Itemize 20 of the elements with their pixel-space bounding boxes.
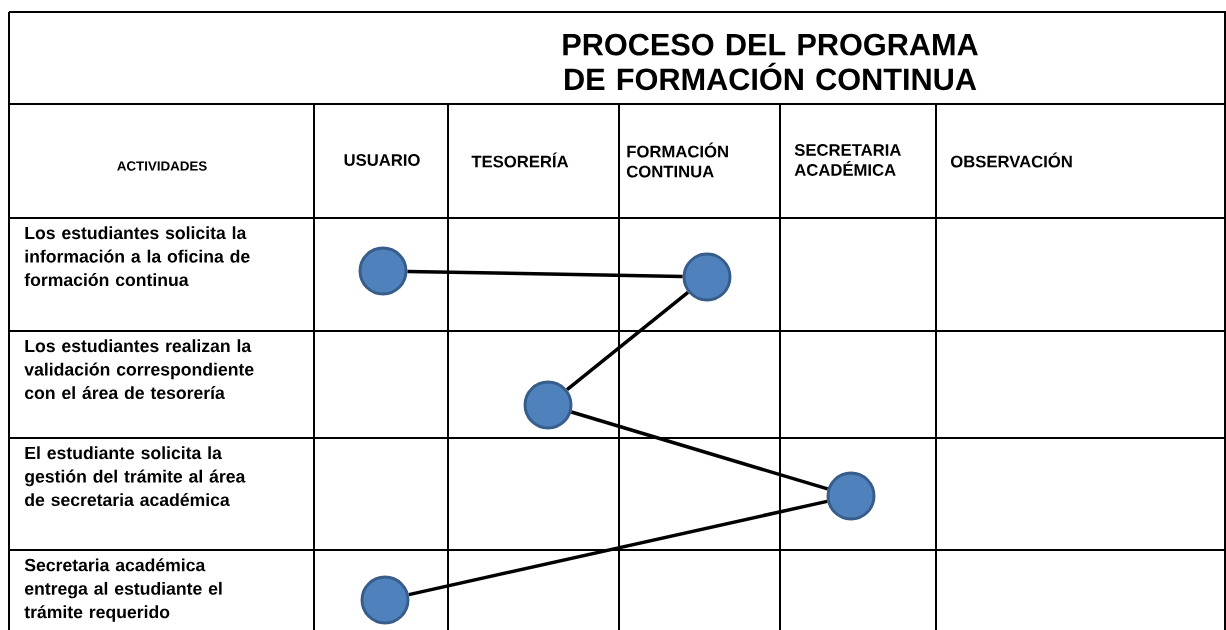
connector-line — [407, 269, 683, 279]
activity-text: Los estudiantes solicita la información a la oficina de formación continua — [24, 226, 250, 287]
column-header: SECRETARIA ACADÉMICA — [794, 144, 901, 176]
step-circle — [826, 471, 876, 521]
column-header: FORMACIÓN CONTINUA — [626, 142, 728, 178]
step-circle — [360, 575, 410, 625]
step-circle — [682, 252, 732, 302]
column-header: OBSERVACIÓN — [950, 152, 1072, 168]
title: PROCESO DEL PROGRAMA DE FORMACIÓN CONTINUA — [563, 33, 978, 91]
step-circle — [358, 246, 408, 296]
activity-text: Los estudiantes realizan la validación correspondiente con el área de tesorería — [24, 339, 254, 400]
column-header: USUARIO — [344, 154, 420, 166]
activity-text: Secretaria académica entrega al estudiante el trámite requerido — [24, 558, 222, 622]
connector-line — [566, 290, 690, 391]
connector-line — [570, 410, 829, 491]
step-circle — [523, 380, 573, 430]
connector-line — [408, 499, 828, 597]
column-header: TESORERÍA — [471, 152, 569, 168]
column-header: ACTIVIDADES — [117, 161, 207, 171]
activity-text: El estudiante solicita la gestión del trámite al área de secretaria académica — [25, 446, 246, 507]
